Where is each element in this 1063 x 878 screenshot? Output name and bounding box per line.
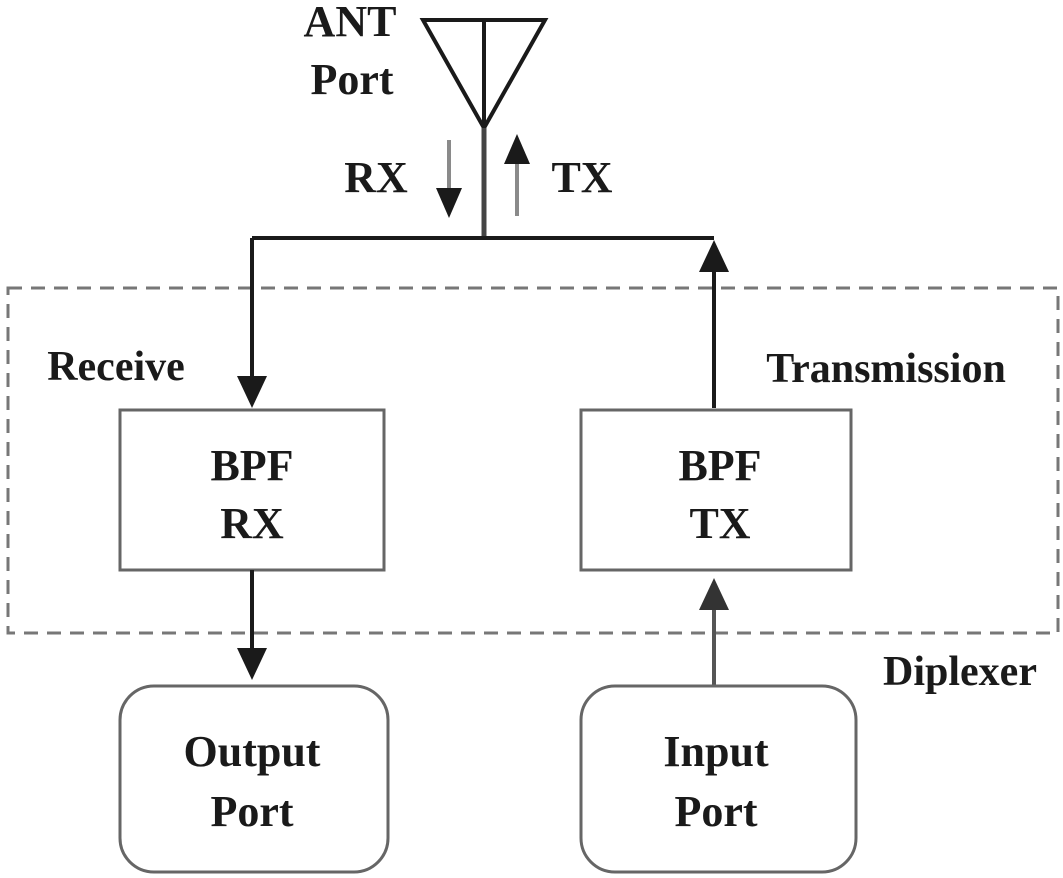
tx-direction-label: TX bbox=[551, 153, 612, 202]
bpf-rx-label-line2: RX bbox=[220, 499, 284, 548]
transmission-path-arrow bbox=[699, 240, 729, 408]
antenna-label-line1: ANT bbox=[304, 0, 397, 46]
input-port-box bbox=[579, 684, 858, 874]
tx-direction-arrow bbox=[504, 134, 530, 216]
bpf-tx-label-line1: BPF bbox=[678, 441, 761, 490]
bpf-tx-box bbox=[579, 408, 853, 572]
transmission-label: Transmission bbox=[766, 346, 1006, 392]
receive-path-arrow bbox=[237, 238, 267, 408]
rx-direction-arrow bbox=[436, 140, 462, 218]
output-port-label-line1: Output bbox=[184, 727, 321, 776]
input-port-label-line1: Input bbox=[663, 727, 769, 776]
output-port-box bbox=[118, 684, 390, 874]
rx-to-output-arrow bbox=[237, 570, 267, 680]
input-to-tx-arrow bbox=[699, 578, 729, 686]
diplexer-boundary bbox=[6, 286, 1060, 635]
bpf-rx-label-line1: BPF bbox=[210, 441, 293, 490]
input-port-label-line2: Port bbox=[674, 787, 757, 836]
receive-label: Receive bbox=[47, 344, 185, 390]
antenna-icon bbox=[419, 18, 549, 238]
diplexer-label: Diplexer bbox=[883, 649, 1037, 695]
output-port-label-line2: Port bbox=[210, 787, 293, 836]
antenna-label-line2: Port bbox=[310, 55, 393, 104]
bpf-tx-label-line2: TX bbox=[689, 499, 750, 548]
rx-direction-label: RX bbox=[344, 153, 408, 202]
